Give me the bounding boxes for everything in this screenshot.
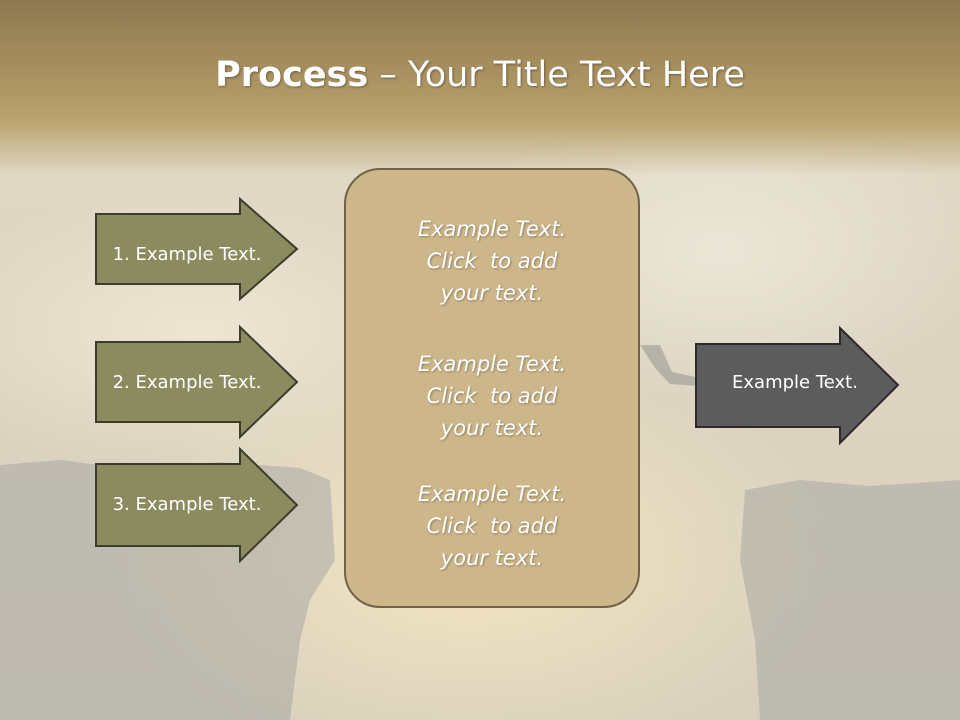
- arrow-shape-2[interactable]: [95, 324, 299, 440]
- title-rest: – Your Title Text Here: [368, 55, 745, 95]
- header-band: [0, 0, 960, 175]
- arrow-label-right: Example Text.: [732, 372, 858, 393]
- block-1-line-1: Example Text.: [417, 217, 567, 241]
- block-1-line-3: your text.: [440, 281, 544, 305]
- title-bold: Process: [215, 55, 369, 95]
- center-text-block-3[interactable]: Example Text. Click to add your text.: [344, 478, 640, 574]
- block-2-line-3: your text.: [440, 416, 544, 440]
- center-text-block-2[interactable]: Example Text. Click to add your text.: [344, 348, 640, 444]
- center-text-block-1[interactable]: Example Text. Click to add your text.: [344, 213, 640, 309]
- arrow-label-3: 3. Example Text.: [112, 494, 262, 515]
- block-3-line-3: your text.: [440, 546, 544, 570]
- slide-title[interactable]: Process – Your Title Text Here: [0, 52, 960, 98]
- arrow-shape-3[interactable]: [95, 446, 299, 564]
- arrow-label-2: 2. Example Text.: [112, 372, 262, 393]
- block-3-line-2: Click to add: [426, 514, 558, 538]
- arrow-shape-1[interactable]: [95, 196, 299, 302]
- arrow-label-1: 1. Example Text.: [112, 244, 262, 265]
- arrow-shape-right[interactable]: [695, 325, 900, 446]
- block-1-line-2: Click to add: [426, 249, 558, 273]
- center-content-box[interactable]: [344, 168, 640, 608]
- block-2-line-2: Click to add: [426, 384, 558, 408]
- block-2-line-1: Example Text.: [417, 352, 567, 376]
- block-3-line-1: Example Text.: [417, 482, 567, 506]
